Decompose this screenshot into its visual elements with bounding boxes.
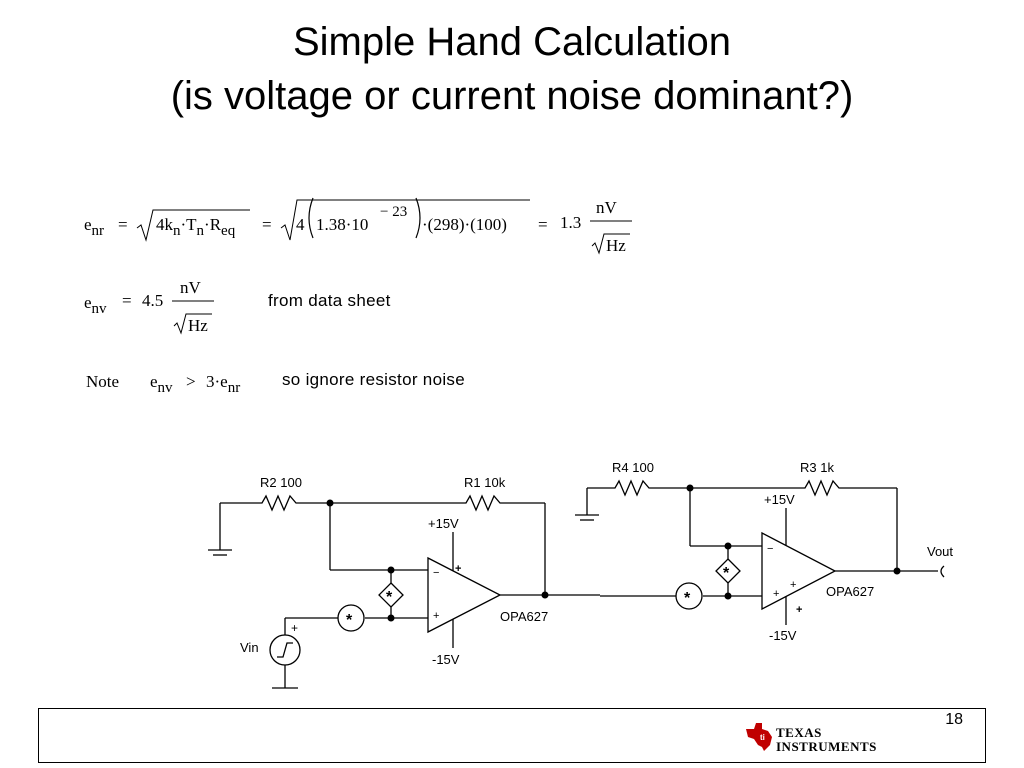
svg-text:env: env <box>84 293 107 317</box>
noise-symbol-3: * <box>723 565 730 582</box>
resistor-r3 <box>800 479 844 497</box>
slide-title-line2: (is voltage or current noise dominant?) <box>170 74 854 118</box>
svg-text:>: > <box>186 372 196 391</box>
op1-pos-supply-label: +15V <box>428 516 459 531</box>
op1-plus-sign: + <box>433 610 439 622</box>
r2-label: R2 100 <box>260 475 302 490</box>
svg-text:enr: enr <box>84 215 104 239</box>
ti-state-icon <box>746 723 772 751</box>
svg-text:4: 4 <box>296 215 305 234</box>
ground-symbol-r4 <box>575 488 599 521</box>
junction-dots <box>326 484 901 622</box>
opamp2-label: OPA627 <box>826 584 874 599</box>
svg-text:nV: nV <box>180 278 202 297</box>
r4-label: R4 100 <box>612 460 654 475</box>
op1-neg-supply-label: -15V <box>432 652 460 667</box>
op2-supply-plus: + <box>796 604 802 616</box>
env-equation: env = 4.5 nV Hz <box>84 278 214 335</box>
svg-text:4.5: 4.5 <box>142 291 163 310</box>
enr-equation: enr = 4kn·Tn·Req = 4 1.38·10 − 23 ·(298)… <box>84 197 632 255</box>
resistor-r1 <box>460 494 505 512</box>
op1-supply-plus: + <box>455 563 461 575</box>
noise-symbol-1: * <box>386 589 393 606</box>
svg-text:Hz: Hz <box>188 316 208 335</box>
note-equation: Note env > 3·enr <box>86 372 240 396</box>
op2-neg-supply-label: -15V <box>769 628 797 643</box>
vout-label: Vout <box>927 544 953 559</box>
op2-inner-plus: + <box>790 579 796 591</box>
svg-text:4kn·Tn·Req: 4kn·Tn·Req <box>156 215 236 239</box>
svg-text:1.3: 1.3 <box>560 213 581 232</box>
vin-label: Vin <box>240 640 259 655</box>
op1-minus-sign: − <box>433 567 439 579</box>
r1-label: R1 10k <box>464 475 506 490</box>
texas-instruments-logo: ti Texas Instruments <box>746 723 877 754</box>
svg-text:1.38·10: 1.38·10 <box>316 215 368 234</box>
vout-terminal <box>940 565 945 578</box>
svg-text:ti: ti <box>760 733 765 742</box>
equations-area: enr = 4kn·Tn·Req = 4 1.38·10 − 23 ·(298)… <box>84 197 632 396</box>
ignore-resistor-note: so ignore resistor noise <box>282 370 465 389</box>
svg-text:Hz: Hz <box>606 236 626 255</box>
svg-text:− 23: − 23 <box>380 204 407 220</box>
op2-plus-sign: + <box>773 588 779 600</box>
svg-text:3·enr: 3·enr <box>206 372 240 396</box>
svg-text:·(298)·(100): ·(298)·(100) <box>422 215 507 234</box>
op2-pos-supply-label: +15V <box>764 492 795 507</box>
circuit-schematic: R2 100 R1 10k R4 100 R3 1k +15V -15V +15… <box>208 460 953 689</box>
svg-text:=: = <box>122 291 132 310</box>
op2-minus-sign: − <box>767 543 773 555</box>
opamp1-label: OPA627 <box>500 609 548 624</box>
svg-text:Note: Note <box>86 372 119 391</box>
resistor-r4 <box>610 479 655 497</box>
opamp1-triangle <box>427 556 502 634</box>
noise-symbol-2: * <box>346 612 353 629</box>
r3-label: R3 1k <box>800 460 834 475</box>
vin-plus-sign: + <box>291 621 298 635</box>
svg-text:env: env <box>150 372 173 396</box>
opamp2-triangle <box>761 531 837 611</box>
resistor-r2 <box>255 494 300 512</box>
noise-symbol-4: * <box>684 590 691 607</box>
brand-line2: Instruments <box>776 739 877 754</box>
brand-line1: Texas <box>776 725 822 740</box>
svg-text:=: = <box>262 215 272 234</box>
slide-footer: 18 ti Texas Instruments <box>38 708 986 763</box>
svg-text:=: = <box>118 215 128 234</box>
ground-symbol-r2 <box>208 503 232 556</box>
svg-text:=: = <box>538 215 548 234</box>
svg-text:nV: nV <box>596 198 618 217</box>
from-datasheet-note: from data sheet <box>268 291 391 310</box>
page-number: 18 <box>945 711 963 728</box>
slide-title-line1: Simple Hand Calculation <box>292 20 731 64</box>
